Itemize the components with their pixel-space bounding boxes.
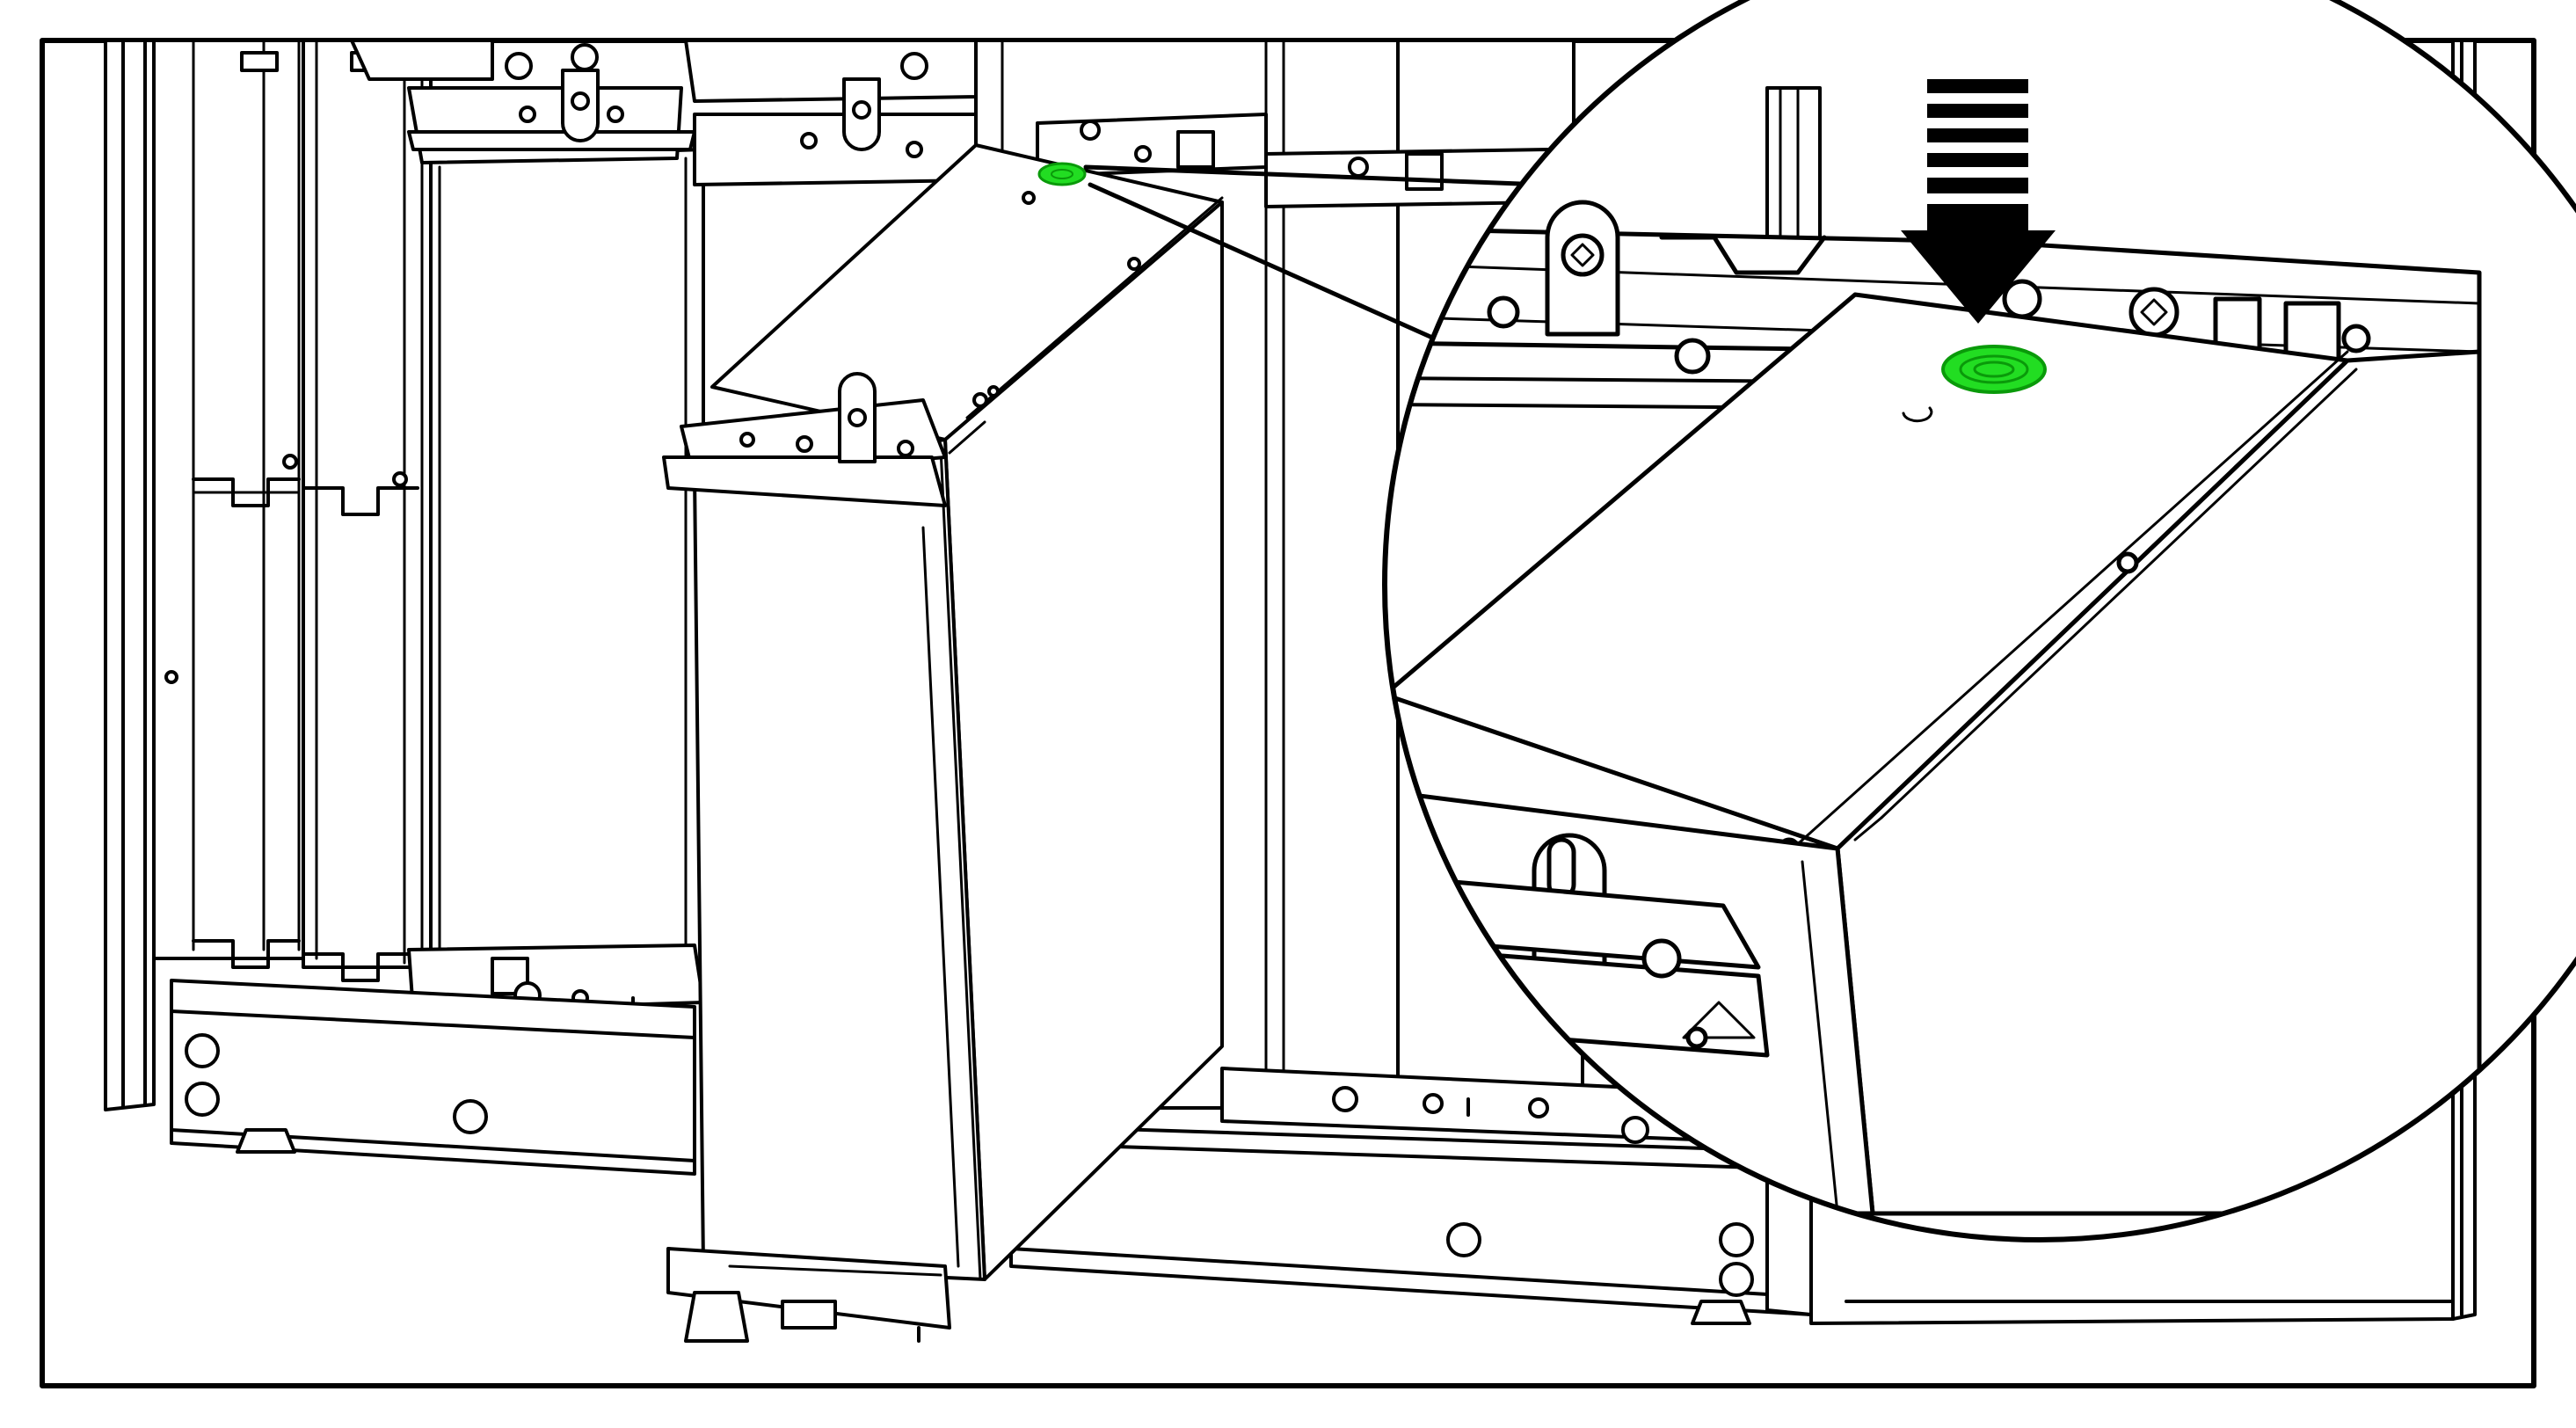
cabinet-left [104,39,978,1176]
power-module [662,143,1224,1343]
highlighted-hole-small [1037,162,1087,186]
down-arrow-icon [1901,79,2056,324]
zoom-leader-lines [1083,164,1546,354]
zoom-detail [1382,0,2576,1242]
highlighted-hole-icon [1941,345,2047,394]
